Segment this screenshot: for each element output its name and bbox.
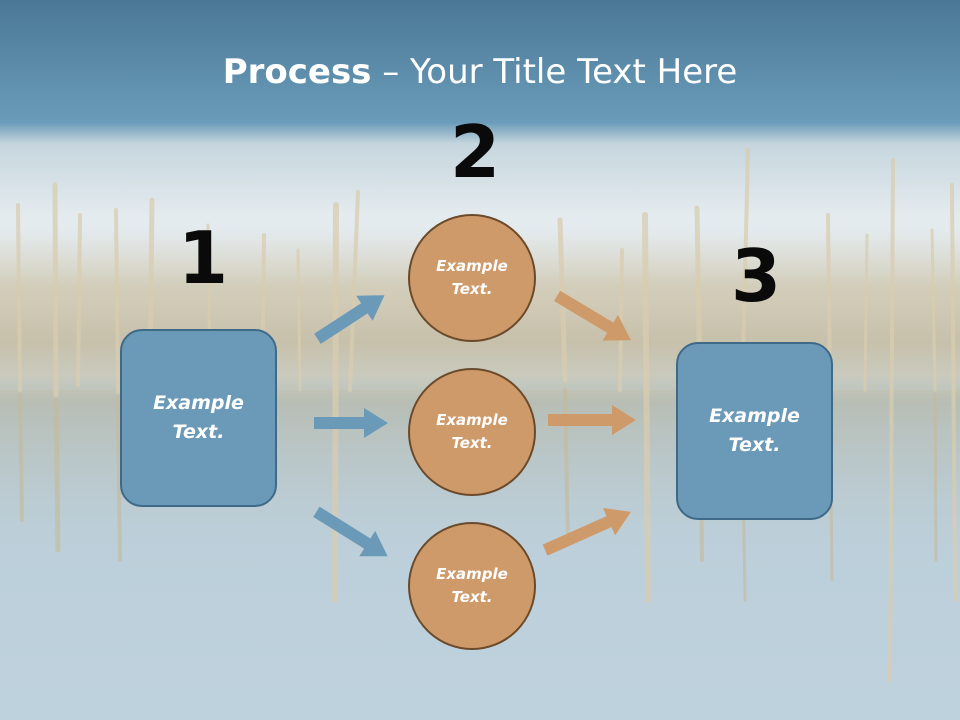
arrow-box1-to-bottom-circle (313, 506, 388, 557)
title-rest: – Your Title Text Here (371, 52, 738, 92)
arrow-middle-circle-to-box3 (548, 405, 636, 435)
slide-title: Process – Your Title Text Here (0, 52, 960, 92)
arrow-box1-to-top-circle (314, 295, 385, 344)
step3-box-text: Example Text. (709, 405, 800, 456)
step3-box: Example Text. (676, 342, 833, 520)
step2-circle-bottom: Example Text. (408, 522, 536, 650)
step1-box-text: Example Text. (153, 392, 244, 443)
title-bold: Process (222, 52, 372, 92)
step-number-2: 2 (450, 110, 501, 194)
step-number-1: 1 (178, 216, 229, 300)
step2-circle-middle: Example Text. (408, 368, 536, 496)
step-number-3: 3 (731, 234, 782, 318)
step2-circle-middle-text: Example Text. (436, 411, 508, 452)
arrow-bottom-circle-to-box3 (542, 507, 631, 556)
step1-box: Example Text. (120, 329, 277, 507)
step2-circle-top: Example Text. (408, 214, 536, 342)
arrow-top-circle-to-box3 (554, 290, 631, 341)
step2-circle-bottom-text: Example Text. (436, 565, 508, 606)
arrow-box1-to-middle-circle (314, 408, 388, 438)
step2-circle-top-text: Example Text. (436, 257, 508, 298)
